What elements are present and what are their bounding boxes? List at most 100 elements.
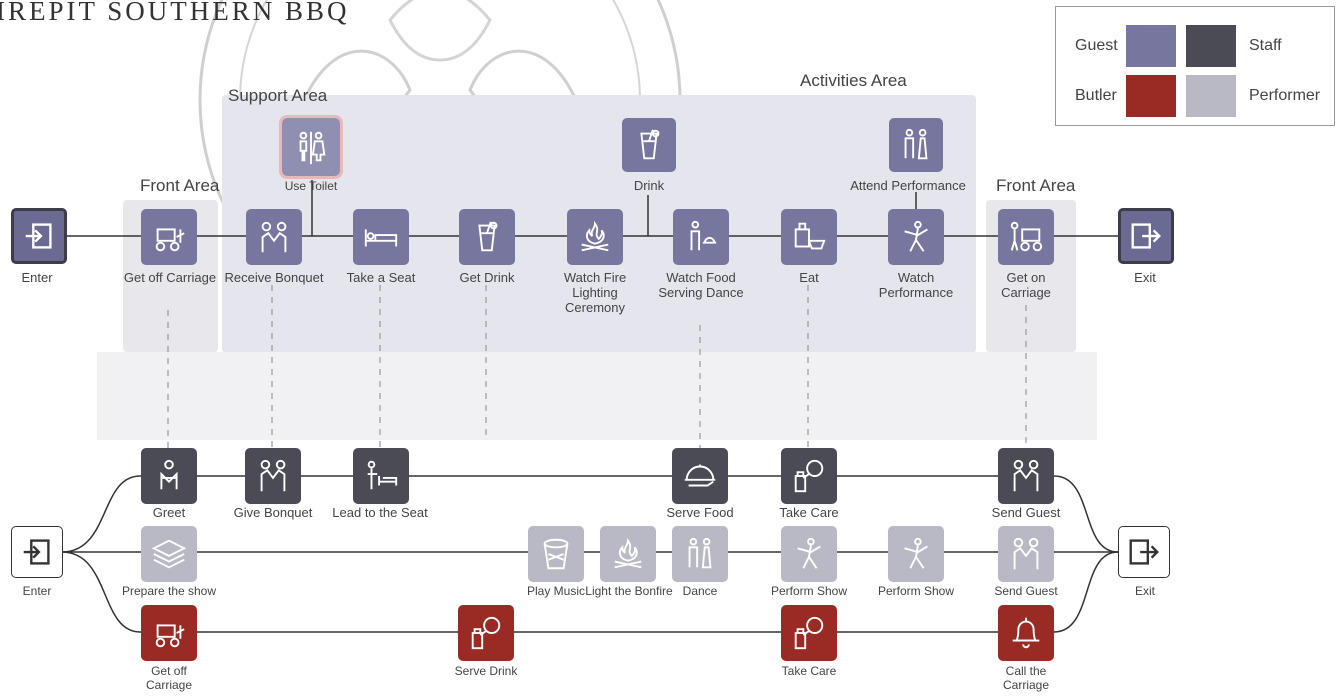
guest-enter-label: Enter: [21, 270, 53, 285]
drink-icon: [640, 129, 660, 160]
legend-staff-swatch: [1186, 25, 1236, 67]
guest-exit-label: Exit: [1134, 270, 1156, 285]
butler-get-off-carriage-label: Get off Carriage: [145, 664, 193, 692]
lead-seat-node: [353, 448, 409, 504]
take-a-seat-label: Take a Seat: [346, 270, 416, 285]
prepare-show-label: Prepare the show: [121, 584, 217, 598]
watch-fire-node: [567, 209, 623, 265]
carriage-person-icon: [1010, 221, 1043, 252]
send-guest-performer-label: Send Guest: [994, 584, 1058, 598]
send-guest-performer-node: [998, 526, 1054, 582]
drink-label: Drink: [633, 178, 665, 193]
greet-label: Greet: [152, 505, 186, 520]
play-music-label: Play Music: [526, 584, 585, 598]
legend-performer-swatch: [1186, 75, 1236, 117]
support-area-label: Support Area: [228, 86, 328, 105]
butler-take-care-node: [781, 605, 837, 661]
dancer-icon: [904, 537, 928, 569]
use-toilet-label: Use Toilet: [284, 179, 338, 193]
legend-guest-swatch: [1126, 25, 1176, 67]
butler-take-care-label: Take Care: [781, 664, 837, 678]
legend-performer-label: Performer: [1249, 87, 1321, 104]
get-off-carriage-label: Get off Carriage: [123, 270, 217, 285]
bouquet-handover-icon: [261, 221, 287, 253]
use-toilet-node: [279, 115, 343, 179]
perform-show-2-node: [888, 526, 944, 582]
get-drink-label: Get Drink: [459, 270, 515, 285]
food-dance-icon: [690, 220, 717, 251]
bonfire-icon: [614, 537, 642, 569]
handshake-icon: [260, 459, 286, 492]
prepare-show-node: [141, 526, 197, 582]
greet-node: [141, 448, 197, 504]
guest-enter-node: [11, 208, 67, 264]
page-title: IREPIT SOUTHERN BBQ: [0, 0, 350, 26]
perform-show-2-label: Perform Show: [877, 584, 955, 598]
lead-seat-icon: [367, 460, 398, 490]
legend-guest-label: Guest: [1075, 37, 1118, 54]
bell-icon: [1012, 617, 1040, 649]
light-bonfire-node: [600, 526, 656, 582]
greet-icon: [160, 459, 178, 490]
dancer-icon: [904, 220, 928, 252]
watch-performance-node: [888, 209, 944, 265]
get-drink-node: [459, 209, 515, 265]
exit-icon: [1131, 223, 1161, 249]
enter-icon: [25, 223, 52, 249]
receive-bonquet-node: [246, 209, 302, 265]
perform-show-1-label: Perform Show: [770, 584, 848, 598]
drink-icon: [478, 221, 498, 252]
take-care-staff-label: Take Care: [779, 505, 839, 520]
blueprint-bg-zone: [97, 352, 1097, 440]
pour-icon: [794, 459, 824, 493]
guest-exit-node: [1118, 208, 1174, 264]
call-carriage-label: Call the Carriage: [1002, 664, 1050, 692]
handshake-icon: [1013, 459, 1039, 492]
activities-area-label: Activities Area: [800, 71, 907, 90]
performer-enter-node: [11, 526, 63, 578]
dancer-icon: [797, 537, 821, 569]
performer-exit-node: [1118, 526, 1170, 578]
get-off-carriage-node: [141, 209, 197, 265]
front-area-right-label: Front Area: [996, 176, 1076, 195]
enter-icon: [23, 539, 50, 565]
front-area-left-label: Front Area: [140, 176, 220, 195]
layers-icon: [151, 539, 187, 569]
play-music-node: [528, 526, 584, 582]
bonfire-icon: [581, 220, 609, 252]
eat-node: [781, 209, 837, 265]
watch-food-label: Watch Food Serving Dance: [658, 270, 744, 300]
watch-fire-label: Watch Fire Lighting Ceremony: [563, 270, 627, 315]
drum-icon: [543, 538, 569, 570]
eat-label: Eat: [799, 270, 819, 285]
watch-performance-label: Watch Performance: [878, 270, 954, 300]
butler-get-off-carriage-node: [141, 605, 197, 661]
lead-seat-label: Lead to the Seat: [332, 505, 428, 520]
carriage-icon: [155, 228, 185, 252]
receive-bonquet-label: Receive Bonquet: [224, 270, 324, 285]
get-on-carriage-node: [998, 209, 1054, 265]
legend-butler-swatch: [1126, 75, 1176, 117]
dance-label: Dance: [682, 584, 718, 598]
send-guest-staff-label: Send Guest: [991, 505, 1061, 520]
legend-staff-label: Staff: [1249, 37, 1282, 54]
handshake-icon: [1013, 537, 1039, 570]
bed-icon: [364, 229, 398, 247]
pour-icon: [794, 616, 824, 650]
attend-performance-label: Attend Performance: [850, 178, 966, 193]
legend: Guest Staff Butler Performer: [1055, 6, 1335, 126]
serve-drink-label: Serve Drink: [454, 664, 518, 678]
pour-icon: [471, 616, 501, 650]
serve-food-node: [672, 448, 728, 504]
serve-drink-node: [458, 605, 514, 661]
give-bonquet-node: [245, 448, 301, 504]
send-guest-staff-node: [998, 448, 1054, 504]
perform-show-1-node: [781, 526, 837, 582]
drink-node: [622, 118, 676, 172]
performers-icon: [688, 537, 712, 569]
performer-exit-label: Exit: [1134, 584, 1155, 598]
food-icon: [794, 222, 826, 250]
take-a-seat-node: [353, 209, 409, 265]
performer-enter-label: Enter: [22, 584, 52, 598]
